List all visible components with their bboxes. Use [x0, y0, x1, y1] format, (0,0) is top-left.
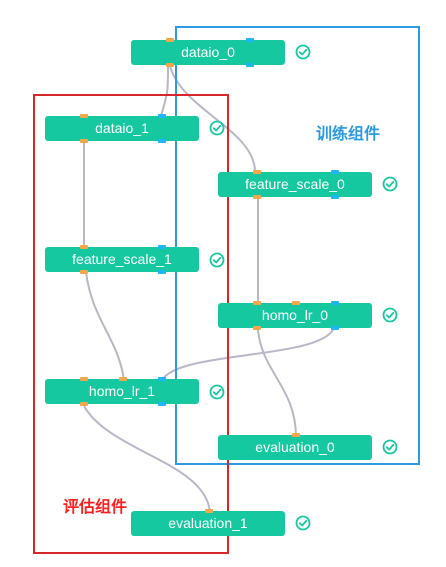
data-output-port[interactable] [80, 270, 88, 274]
node-evaluation-1[interactable]: evaluation_1 [131, 509, 285, 536]
model-input-port[interactable] [158, 114, 166, 118]
node-label: feature_scale_0 [245, 176, 345, 192]
model-output-port[interactable] [331, 326, 339, 330]
model-output-port[interactable] [158, 139, 166, 143]
data-input-port[interactable] [166, 38, 174, 42]
validate-input-port[interactable] [292, 301, 300, 305]
model-output-port[interactable] [246, 63, 254, 67]
eval-components-label: 评估组件 [63, 497, 128, 516]
data-output-port[interactable] [80, 402, 88, 406]
node-dataio-1[interactable]: dataio_1 [45, 114, 199, 143]
train-components-label: 训练组件 [316, 124, 381, 143]
model-input-port[interactable] [158, 245, 166, 249]
data-input-port[interactable] [292, 433, 300, 437]
data-input-port[interactable] [253, 301, 261, 305]
node-homo-lr-1[interactable]: homo_lr_1 [45, 377, 199, 406]
model-input-port[interactable] [331, 170, 339, 174]
node-dataio-0[interactable]: dataio_0 [131, 38, 285, 67]
check-circle-icon[interactable] [209, 120, 225, 136]
model-output-port[interactable] [158, 270, 166, 274]
check-circle-icon[interactable] [382, 176, 398, 192]
check-circle-icon[interactable] [382, 307, 398, 323]
check-circle-icon[interactable] [295, 44, 311, 60]
node-label: evaluation_1 [168, 515, 248, 531]
data-output-port[interactable] [253, 195, 261, 199]
validate-input-port[interactable] [119, 377, 127, 381]
check-circle-icon[interactable] [382, 439, 398, 455]
eval-components-box [33, 94, 229, 554]
node-label: homo_lr_0 [261, 307, 329, 323]
node-evaluation-0[interactable]: evaluation_0 [218, 433, 372, 460]
model-input-port[interactable] [246, 38, 254, 42]
data-input-port[interactable] [253, 170, 261, 174]
check-circle-icon[interactable] [209, 384, 225, 400]
data-output-port[interactable] [166, 63, 174, 67]
data-input-port[interactable] [80, 114, 88, 118]
model-output-port[interactable] [158, 402, 166, 406]
model-input-port[interactable] [331, 301, 339, 305]
model-input-port[interactable] [158, 377, 166, 381]
check-circle-icon[interactable] [209, 252, 225, 268]
check-circle-icon[interactable] [295, 515, 311, 531]
model-output-port[interactable] [331, 195, 339, 199]
data-input-port[interactable] [205, 509, 213, 513]
node-label: dataio_1 [95, 120, 149, 136]
node-label: dataio_0 [181, 44, 235, 60]
node-feature-scale-0[interactable]: feature_scale_0 [218, 170, 372, 199]
node-label: homo_lr_1 [88, 383, 156, 399]
node-label: evaluation_0 [255, 439, 335, 455]
data-input-port[interactable] [80, 245, 88, 249]
data-input-port[interactable] [80, 377, 88, 381]
node-label: feature_scale_1 [72, 251, 172, 267]
data-output-port[interactable] [80, 139, 88, 143]
data-output-port[interactable] [253, 326, 261, 330]
node-homo-lr-0[interactable]: homo_lr_0 [218, 301, 372, 330]
train-components-box [175, 26, 420, 465]
node-feature-scale-1[interactable]: feature_scale_1 [45, 245, 199, 274]
